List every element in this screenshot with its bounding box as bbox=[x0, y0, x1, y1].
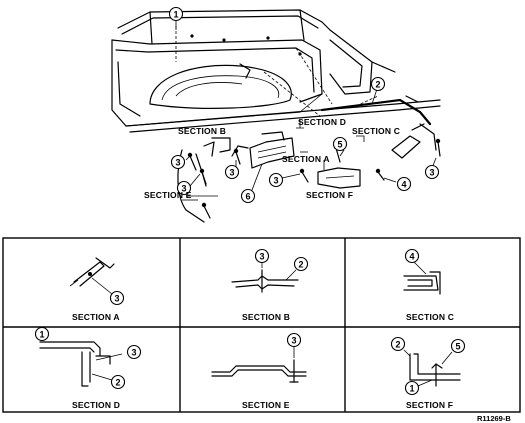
callout-3: 3 bbox=[268, 172, 284, 188]
push-pin-icon bbox=[375, 168, 385, 181]
svg-text:5: 5 bbox=[337, 140, 342, 150]
screw-icon bbox=[199, 168, 207, 187]
section-a-caption: SECTION A bbox=[72, 312, 120, 322]
callout-5: 5 bbox=[332, 136, 348, 152]
section-c-caption: SECTION C bbox=[406, 312, 454, 322]
screw-icon bbox=[435, 138, 441, 157]
section-b-label: SECTION B bbox=[178, 126, 226, 136]
svg-text:3: 3 bbox=[229, 168, 234, 178]
svg-text:5: 5 bbox=[455, 342, 460, 352]
svg-text:2: 2 bbox=[395, 340, 400, 350]
section-d-label: SECTION D bbox=[298, 117, 346, 127]
svg-text:2: 2 bbox=[298, 260, 303, 270]
callout-2: 2 bbox=[370, 76, 386, 92]
callout-3: 3 bbox=[176, 180, 192, 196]
figure-reference-code: R11269-B bbox=[477, 414, 511, 423]
screw-icon bbox=[187, 152, 197, 171]
section-b-detail: 3 2 SECTION B bbox=[231, 248, 309, 322]
svg-text:3: 3 bbox=[259, 252, 264, 262]
section-a-label: SECTION A bbox=[282, 154, 330, 164]
svg-text:3: 3 bbox=[175, 158, 180, 168]
section-a-detail: 3 SECTION A bbox=[69, 257, 125, 322]
section-f-caption: SECTION F bbox=[406, 400, 453, 410]
section-detail-grid bbox=[2, 237, 521, 413]
svg-text:4: 4 bbox=[409, 252, 414, 262]
callout-3: 3 bbox=[424, 164, 440, 180]
section-b-caption: SECTION B bbox=[242, 312, 290, 322]
section-f-label: SECTION F bbox=[306, 190, 353, 200]
screw-icon bbox=[299, 168, 309, 183]
section-f-detail: 2 5 1 SECTION F bbox=[390, 336, 466, 410]
callout-6: 6 bbox=[240, 188, 256, 204]
section-c-detail: 4 SECTION C bbox=[403, 248, 454, 322]
main-assembly-illustration bbox=[111, 9, 441, 223]
section-e-detail: 3 SECTION E bbox=[211, 332, 307, 410]
section-e-caption: SECTION E bbox=[242, 400, 290, 410]
screw-icon bbox=[233, 148, 241, 165]
section-c-label: SECTION C bbox=[352, 126, 400, 136]
screw-icon bbox=[201, 202, 211, 219]
section-d-detail: 1 3 2 SECTION D bbox=[34, 326, 142, 410]
callout-3: 3 bbox=[170, 154, 186, 170]
section-e-label: SECTION E bbox=[144, 190, 192, 200]
svg-text:1: 1 bbox=[173, 10, 178, 20]
callout-4: 4 bbox=[396, 176, 412, 192]
svg-text:2: 2 bbox=[375, 80, 380, 90]
callout-3: 3 bbox=[224, 164, 240, 180]
svg-text:4: 4 bbox=[401, 180, 406, 190]
section-d-caption: SECTION D bbox=[72, 400, 120, 410]
svg-text:1: 1 bbox=[39, 330, 44, 340]
callout-1: 1 bbox=[168, 6, 184, 22]
svg-text:6: 6 bbox=[245, 192, 250, 202]
svg-text:3: 3 bbox=[429, 168, 434, 178]
svg-text:3: 3 bbox=[114, 294, 119, 304]
svg-text:3: 3 bbox=[291, 336, 296, 346]
svg-text:3: 3 bbox=[181, 184, 186, 194]
svg-text:3: 3 bbox=[131, 348, 136, 358]
svg-text:1: 1 bbox=[409, 384, 414, 394]
svg-text:3: 3 bbox=[273, 176, 278, 186]
svg-text:2: 2 bbox=[115, 378, 120, 388]
